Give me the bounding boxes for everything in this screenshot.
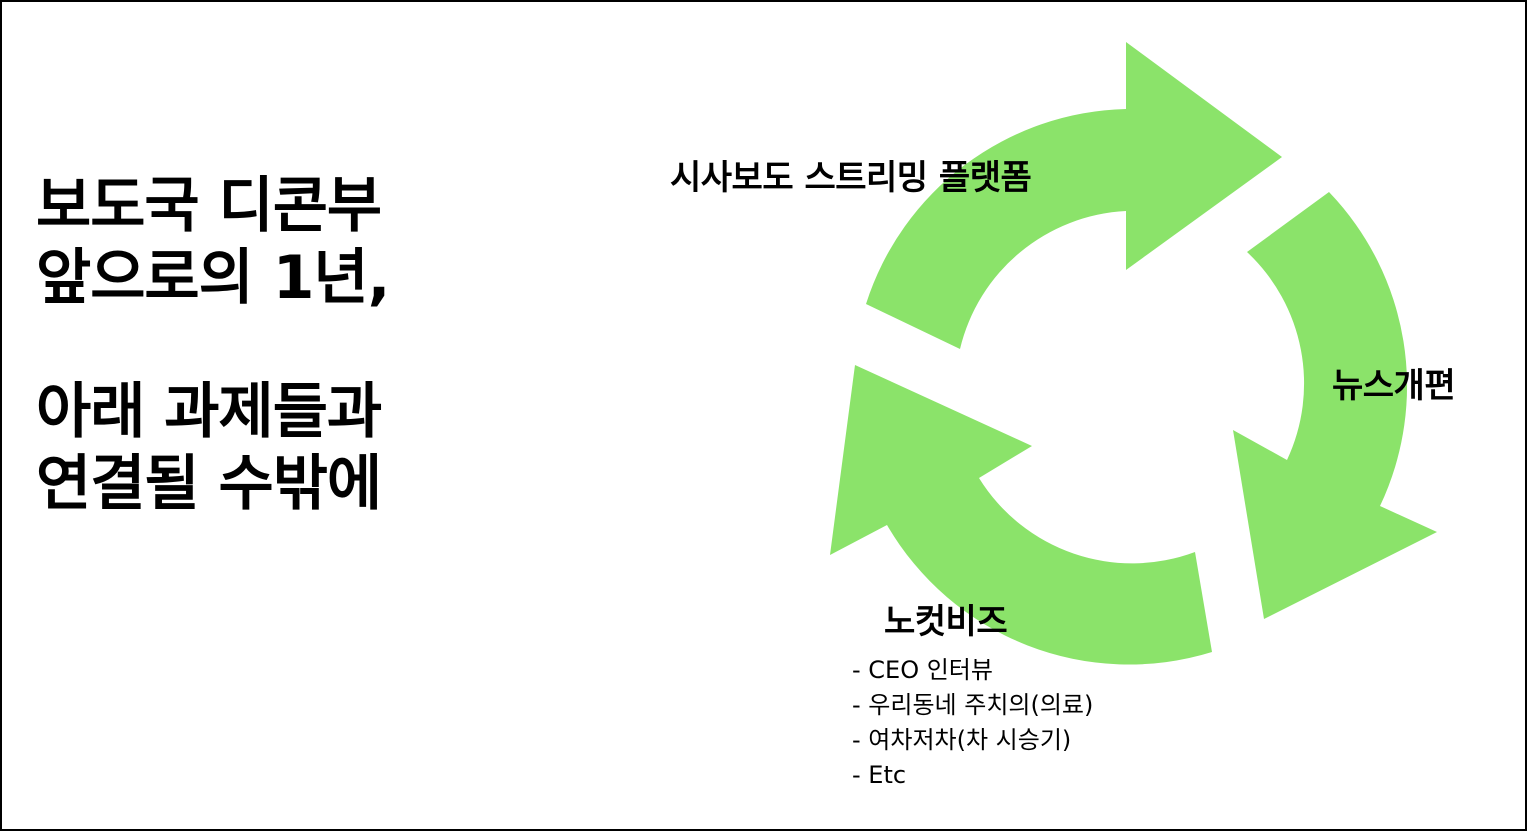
list-item: - 우리동네 주치의(의료) bbox=[852, 691, 1094, 719]
stage-label-news-reorg: 뉴스개편 bbox=[1332, 366, 1456, 406]
headline-line-1: 보도국 디콘부 bbox=[36, 171, 382, 241]
cycle-arrow-top bbox=[866, 42, 1282, 349]
list-item: - 여차저차(차 시승기) bbox=[852, 726, 1072, 754]
nocutbiz-item-list: - CEO 인터뷰 - 우리동네 주치의(의료) - 여차저차(차 시승기) -… bbox=[852, 653, 1093, 793]
list-item: - Etc bbox=[852, 761, 907, 789]
headline-line-2: 앞으로의 1년, bbox=[36, 243, 390, 313]
cycle-arrow-right bbox=[1233, 192, 1437, 619]
headline: 보도국 디콘부 앞으로의 1년, 아래 과제들과 연결될 수밖에 bbox=[36, 170, 390, 520]
headline-line-4: 연결될 수밖에 bbox=[36, 449, 382, 519]
headline-line-3: 아래 과제들과 bbox=[36, 377, 382, 447]
list-item: - CEO 인터뷰 bbox=[852, 656, 993, 684]
cycle-arrow-left bbox=[830, 365, 1212, 665]
stage-label-platform: 시사보도 스트리밍 플랫폼 bbox=[670, 158, 1032, 198]
stage-label-nocutbiz: 노컷비즈 bbox=[884, 602, 1008, 642]
